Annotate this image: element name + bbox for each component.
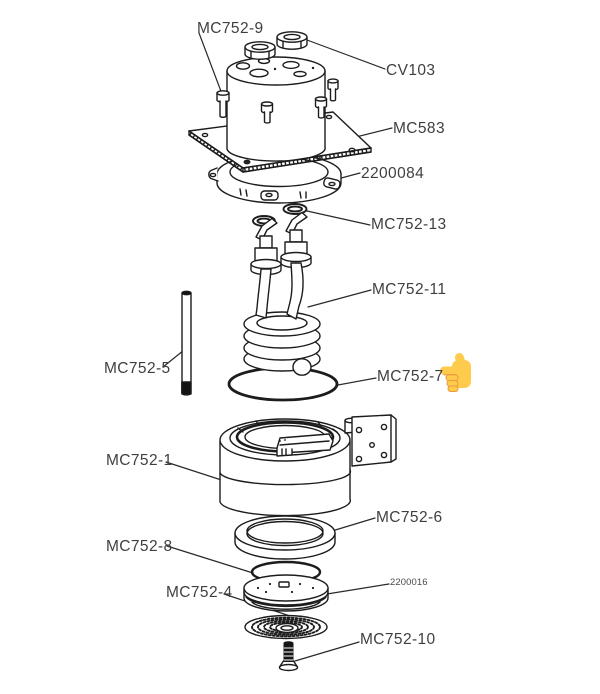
fitting-right (280, 211, 312, 269)
stud-bolts-mc752-9 (216, 78, 339, 124)
leader-cv103 (306, 39, 386, 70)
part-label-mc752-8: MC752-8 (106, 538, 173, 555)
part-label-2200084: 2200084 (361, 165, 425, 182)
pointing-left-hand-icon (440, 353, 471, 392)
leader-mc752-13 (306, 210, 371, 226)
hex-nut-on-boiler (244, 41, 276, 60)
leader-mc752-7 (337, 377, 377, 386)
part-label-mc752-1: MC752-1 (106, 452, 173, 469)
part-label-mc752-4: MC752-4 (166, 584, 233, 601)
part-label-mc752-13: MC752-13 (371, 216, 447, 233)
leader-mc752-10 (294, 641, 360, 662)
part-label-mc752-6: MC752-6 (376, 509, 443, 526)
o-ring-mc752-7 (227, 366, 339, 402)
hex-nut-cv103 (276, 31, 308, 50)
part-label-mc752-9: MC752-9 (197, 20, 264, 37)
shower-screen-mc752-4 (244, 614, 328, 640)
ring-mc752-6 (234, 515, 336, 560)
heating-coil-mc752-11 (243, 262, 321, 376)
part-label-mc752-10: MC752-10 (360, 631, 436, 648)
leader-mc752-6 (331, 517, 376, 532)
part-label-2200016: 2200016 (390, 577, 428, 588)
leader-lines (162, 32, 393, 662)
dispersion-disc-2200016 (243, 574, 329, 612)
leader-mc752-8 (166, 545, 254, 574)
part-label-mc583: MC583 (393, 120, 445, 137)
part-label-cv103: CV103 (386, 62, 436, 79)
group-head-body-mc752-1 (219, 418, 352, 517)
boiler-block (226, 56, 326, 162)
fitting-left (250, 217, 282, 276)
part-label-mc752-11: MC752-11 (372, 281, 447, 298)
leader-mc752-9 (198, 32, 223, 95)
screw-mc752-10 (278, 641, 299, 672)
group-mount-flange (344, 414, 397, 467)
mounting-plate-front-edge (188, 130, 372, 173)
part-label-mc752-7: MC752-7 (377, 368, 444, 385)
leader-mc752-11 (307, 289, 372, 308)
rod-mc752-5 (181, 290, 192, 396)
leader-2200016 (326, 583, 390, 595)
part-label-mc752-5: MC752-5 (104, 360, 171, 377)
